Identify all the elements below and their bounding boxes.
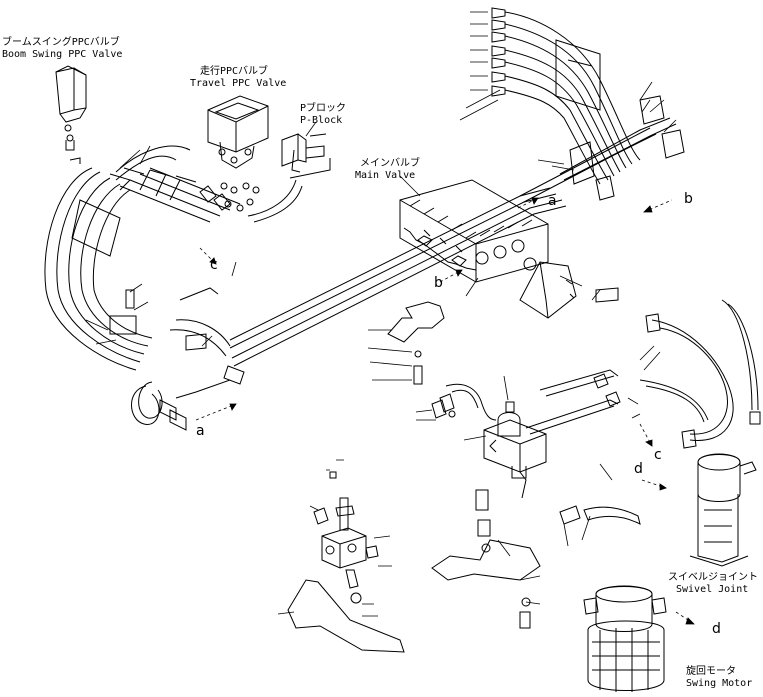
- p-block-label-en: P-Block: [300, 115, 343, 126]
- swivel-joint-label-ja: スイベルジョイント: [668, 572, 758, 583]
- center-lower-bracket: [432, 490, 540, 628]
- main-valve-label-ja: メインバルブ: [360, 158, 420, 169]
- swing-motor-label-en: Swing Motor: [686, 678, 753, 689]
- leader-lines: [86, 12, 676, 616]
- lower-left-valve: [288, 472, 404, 652]
- main-valve: [400, 180, 548, 282]
- boom-pipes: [230, 118, 676, 366]
- lower-bracket-center: [388, 302, 444, 384]
- boom-swing-ppc-valve-label-ja: ブームスイングPPCバルブ: [2, 37, 120, 48]
- marker-d-center: d: [634, 461, 643, 477]
- p-block-label-ja: Pブロック: [300, 103, 347, 114]
- boom-swing-ppc-valve: [56, 66, 86, 164]
- center-valve-assembly: [484, 370, 620, 498]
- marker-a-lower-left: a: [196, 423, 205, 439]
- main-valve-label-en: Main Valve: [355, 170, 416, 181]
- main-valve-bracket: [520, 262, 618, 318]
- swing-motor-label-ja: 旋回モータ: [686, 666, 736, 677]
- lower-left-loop: [110, 288, 244, 430]
- marker-a-main-valve: a: [548, 193, 557, 209]
- marker-d-swing-motor: d: [712, 621, 721, 637]
- left-hose-bundle: [45, 146, 302, 370]
- boom-swing-ppc-valve-label-en: Boom Swing PPC Valve: [2, 49, 123, 60]
- swivel-joint: [690, 454, 756, 566]
- travel-ppc-valve: [208, 96, 268, 211]
- travel-ppc-valve-label-ja: 走行PPCバルブ: [200, 66, 269, 77]
- travel-ppc-valve-label-en: Travel PPC Valve: [190, 78, 287, 89]
- marker-c-center: c: [654, 447, 662, 463]
- marker-b-right: b: [684, 191, 693, 207]
- swivel-joint-label-en: Swivel Joint: [676, 584, 749, 595]
- p-block: [282, 134, 330, 178]
- marker-b-main-valve: b: [434, 275, 443, 291]
- right-hose: [640, 300, 760, 448]
- direction-arrows: [196, 198, 694, 624]
- upper-right-hoses: [492, 8, 684, 200]
- swing-motor: [584, 586, 666, 692]
- center-hoses: [432, 384, 640, 524]
- marker-c-left: c: [210, 257, 218, 273]
